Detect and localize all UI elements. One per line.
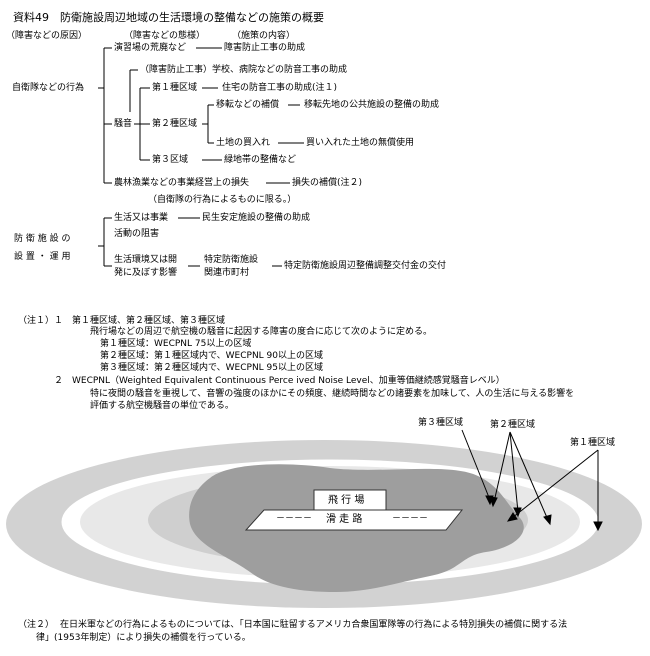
node-zone2: 第２種区域 [152, 119, 198, 129]
note2-label: ２ [54, 376, 64, 386]
node-drill-ground: 演習場の荒廃など [114, 43, 187, 53]
header-content: （施策の内容） [232, 31, 296, 41]
measure-relocation-public: 移転先地の公共施設の整備の助成 [304, 100, 440, 110]
note2-desc2: 評価する航空機騒音の単位である。 [90, 401, 234, 411]
measure-civil-stability: 民生安定施設の整備の助成 [202, 213, 311, 223]
node-specific-2: 関連市町村 [204, 268, 250, 278]
note1-zone1: 第１種区域：WECPNL 75以上の区域 [100, 339, 252, 349]
runway-shape [244, 509, 464, 531]
node-zone1: 第１種区域 [152, 83, 198, 93]
node-business: 生活又は事業 [114, 213, 169, 223]
node-facility-line1: 防 衛 施 設 の [14, 234, 71, 244]
note-2-line2: 律」(1953年制定）により損失の補償を行っている。 [36, 633, 251, 643]
measure-specific-grant: 特定防衛施設周辺整備調整交付金の交付 [284, 261, 447, 271]
airfield-label: 飛 行 場 [328, 495, 365, 506]
note-2-line1: 在日米軍などの行為によるものについては、「日本国に駐留するアメリカ合衆国軍隊等の… [60, 620, 568, 630]
node-agri-loss: 農林漁業などの事業経営上の損失 [114, 178, 250, 188]
node-noise: 騒音 [114, 119, 133, 129]
note1-label: （注１）１ [18, 316, 64, 326]
note1-text: 第１種区域、第２種区域、第３種区域 [72, 316, 226, 326]
runway-dash-left: －－－－ [276, 514, 313, 524]
airfield-building [313, 489, 387, 511]
node-zone3: 第３区域 [152, 155, 189, 165]
header-cause: （障害などの原因） [6, 31, 88, 41]
node-specific-1: 特定防衛施設 [204, 255, 259, 265]
measure-school-soundproofing: （障害防止工事）学校、病院などの防音工事の助成 [140, 65, 348, 75]
measure-green-belt: 緑地帯の整備など [224, 155, 297, 165]
measure-house-soundproofing: 住宅の防音工事の助成(注１) [222, 83, 338, 93]
note1-zone3: 第３種区域：第２種区域内で、WECPNL 95以上の区域 [100, 363, 323, 373]
node-facility-line2: 設 置 ・ 運 用 [14, 252, 71, 262]
note-2-label: （注２） [18, 620, 55, 630]
note2-text: WECPNL（Weighted Equivalent Continuous Pe… [72, 376, 505, 386]
runway-dash-right: －－－－ [392, 514, 429, 524]
node-business-2: 活動の阻害 [114, 229, 160, 239]
node-self-defense-acts: 自衛隊などの行為 [12, 83, 85, 93]
zone1-label: 第１種区域 [570, 438, 616, 448]
note2-desc1: 特に夜間の騒音を重視して、音響の強度のほかにその頻度、継続時間などの諸要素を加味… [90, 389, 575, 399]
zone2-label: 第２種区域 [490, 420, 536, 430]
runway-label: 滑 走 路 [326, 514, 363, 525]
agri-note: （自衛隊の行為によるものに限る。） [148, 195, 297, 205]
node-relocation: 移転などの補償 [216, 100, 280, 110]
page-title: 資料49 防衛施設周辺地域の生活環境の整備などの施策の概要 [13, 11, 324, 24]
node-living-2: 発に及ぼす影響 [114, 268, 178, 278]
note1-desc: 飛行場などの周辺で航空機の騒音に起因する障害の度合に応じて次のように定める。 [90, 327, 433, 337]
measure-loss-compensation: 損失の補償(注２) [292, 178, 363, 188]
node-land-purchase: 土地の買入れ [216, 138, 271, 148]
note1-zone2: 第２種区域：第１種区域内で、WECPNL 90以上の区域 [100, 351, 323, 361]
node-living-1: 生活環境又は開 [114, 255, 178, 265]
measure-prevention-subsidy: 障害防止工事の助成 [224, 43, 306, 53]
zone3-label: 第３種区域 [418, 418, 464, 428]
header-form: （障害などの態様） [124, 31, 206, 41]
measure-land-free-use: 買い入れた土地の無償使用 [306, 138, 415, 148]
